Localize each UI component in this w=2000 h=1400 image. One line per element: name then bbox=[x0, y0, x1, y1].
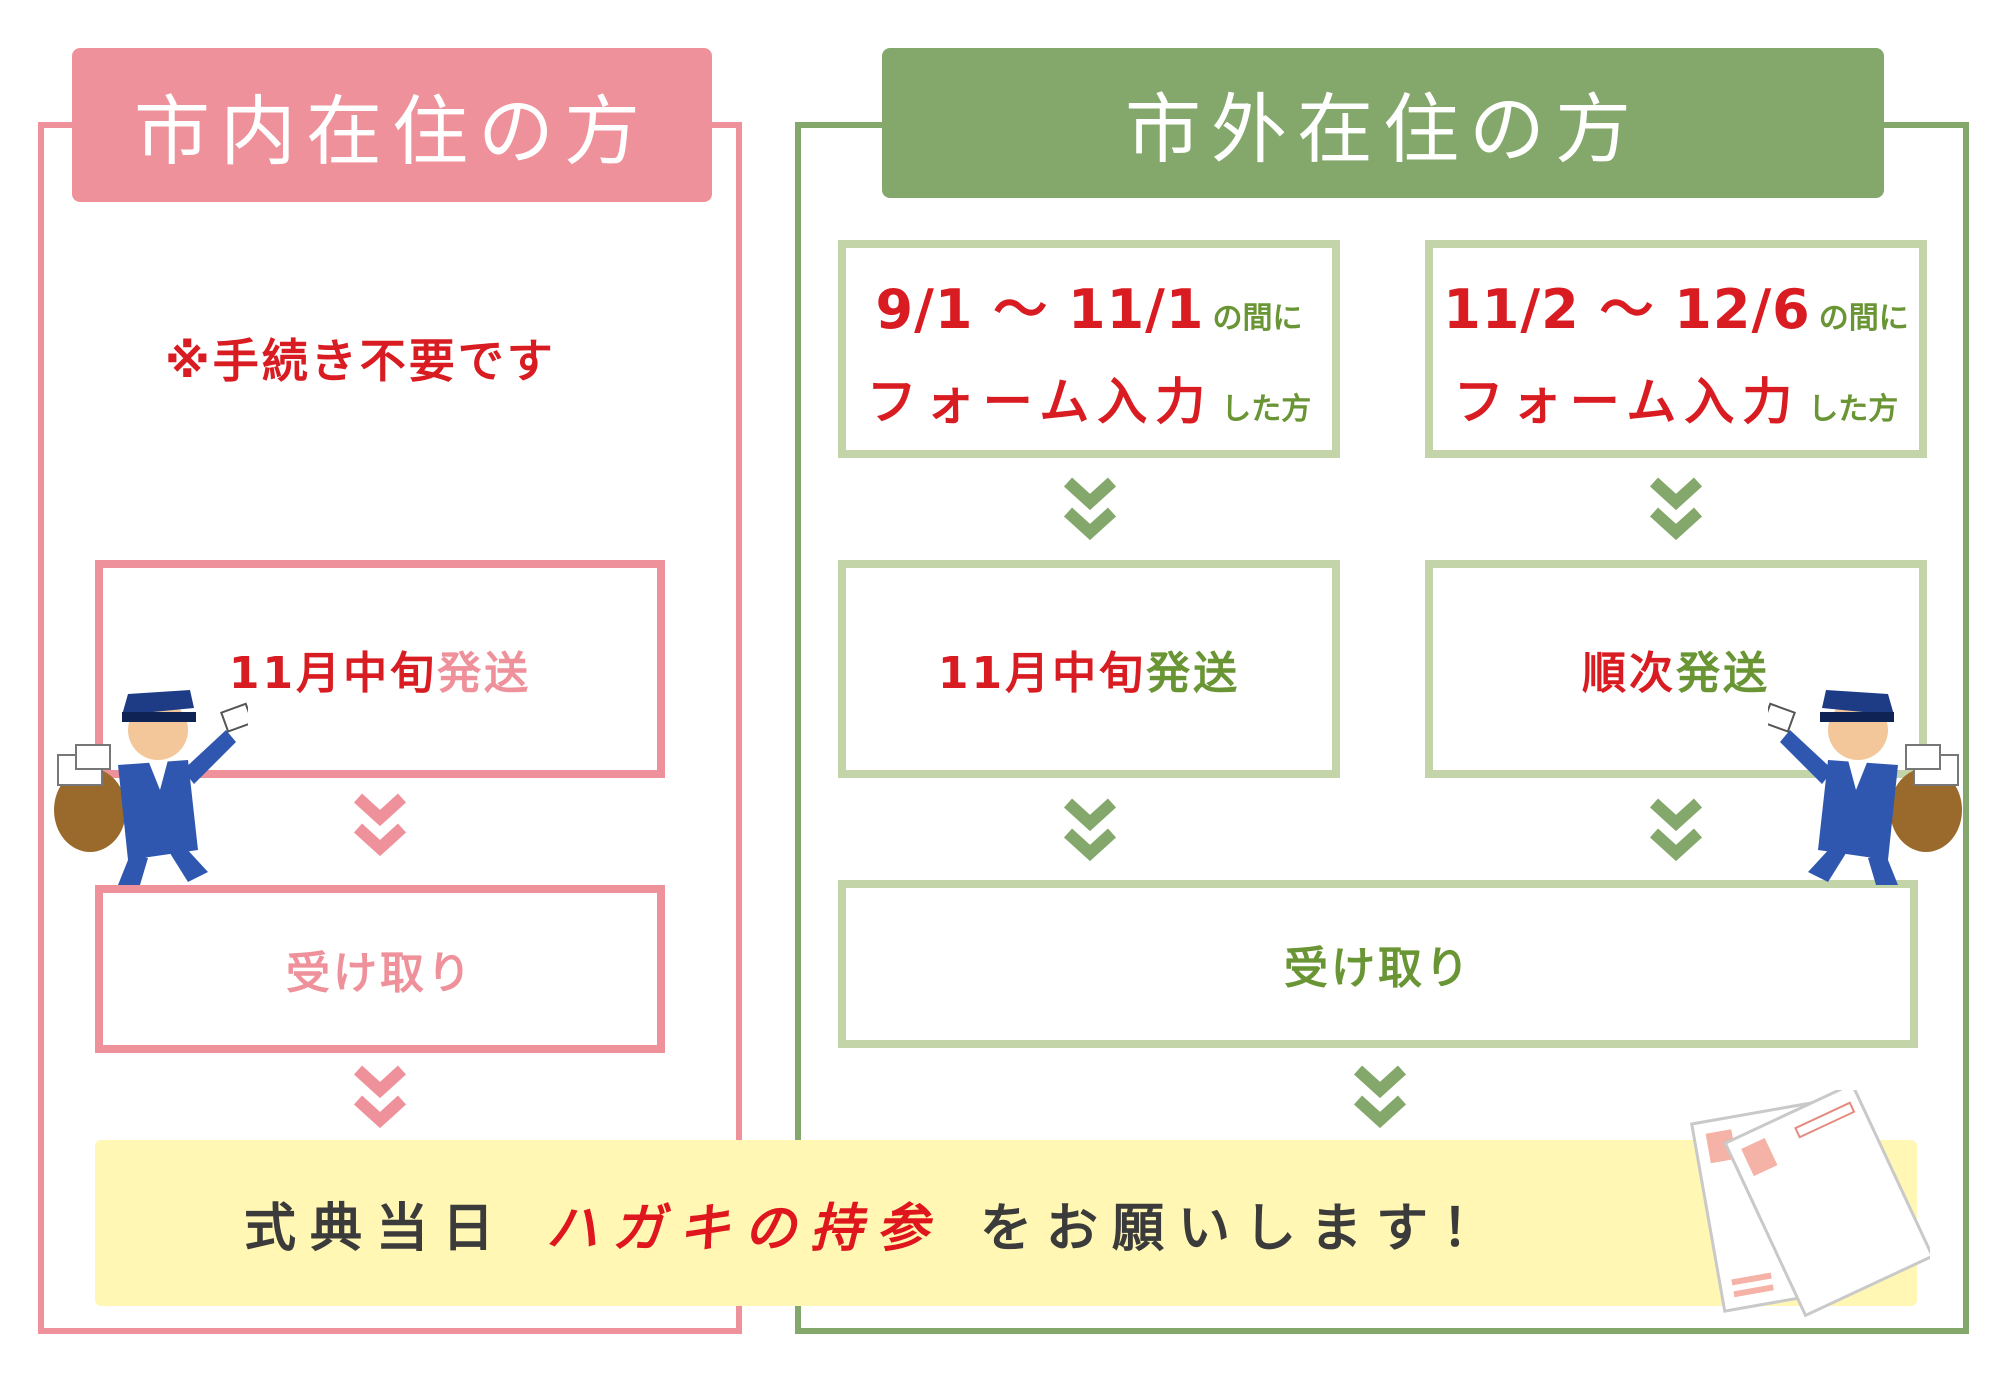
outside-shipping-2-time: 順次 bbox=[1582, 648, 1676, 699]
city-receive-box: 受け取り bbox=[95, 885, 665, 1053]
period-2-box: 11/2 〜 12/6 の間に フォーム入力 した方 bbox=[1425, 240, 1927, 458]
period-1-box: 9/1 〜 11/1 の間に フォーム入力 した方 bbox=[838, 240, 1340, 458]
double-chevron-down-icon bbox=[352, 790, 408, 860]
period-1-dates: 9/1 〜 11/1 bbox=[875, 277, 1205, 341]
double-chevron-down-icon bbox=[1648, 474, 1704, 544]
double-chevron-down-icon bbox=[1648, 795, 1704, 865]
outside-shipping-2-label: 発送 bbox=[1676, 648, 1770, 699]
period-2-dates: 11/2 〜 12/6 bbox=[1443, 277, 1811, 341]
period-1-between: の間に bbox=[1212, 300, 1303, 336]
city-shipping-time: 11月中旬 bbox=[228, 648, 438, 699]
city-panel-title: 市内在住の方 bbox=[72, 48, 712, 202]
bring-postcard-banner: 式典当日 ハガキの持参 をお願いします！ bbox=[95, 1140, 1917, 1306]
double-chevron-down-icon bbox=[1062, 795, 1118, 865]
banner-lead: 式典当日 bbox=[243, 1198, 508, 1259]
double-chevron-down-icon bbox=[352, 1062, 408, 1132]
banner-highlight: ハガキの持参 bbox=[545, 1198, 942, 1259]
outside-shipping-1-time: 11月中旬 bbox=[937, 648, 1147, 699]
city-shipping-label: 発送 bbox=[437, 648, 532, 699]
outside-panel-title: 市外在住の方 bbox=[882, 48, 1884, 198]
banner-tail: をお願いします！ bbox=[980, 1198, 1509, 1259]
period-1-form: フォーム入力 bbox=[866, 372, 1214, 431]
outside-shipping-box-1: 11月中旬発送 bbox=[838, 560, 1340, 778]
city-receive-label: 受け取り bbox=[286, 948, 474, 999]
double-chevron-down-icon bbox=[1352, 1062, 1408, 1132]
period-1-who: した方 bbox=[1221, 391, 1312, 427]
mail-carrier-illustration bbox=[1762, 660, 1968, 894]
outside-receive-box: 受け取り bbox=[838, 880, 1918, 1048]
city-shipping-box: 11月中旬発送 bbox=[95, 560, 665, 778]
period-2-between: の間に bbox=[1818, 300, 1909, 336]
city-no-procedure-note: ※手続き不要です bbox=[165, 334, 556, 388]
outside-shipping-1-label: 発送 bbox=[1146, 648, 1241, 699]
double-chevron-down-icon bbox=[1062, 474, 1118, 544]
period-2-who: した方 bbox=[1808, 391, 1899, 427]
postcard-illustration bbox=[1689, 1082, 1935, 1324]
mail-carrier-illustration bbox=[48, 660, 254, 894]
period-2-form: フォーム入力 bbox=[1453, 372, 1801, 431]
outside-receive-label: 受け取り bbox=[1284, 943, 1472, 994]
